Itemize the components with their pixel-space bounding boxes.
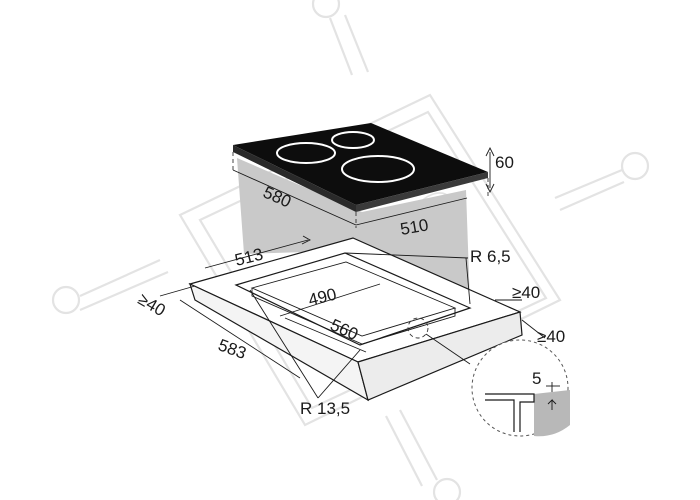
dim-clearance-right: ≥40 (537, 327, 565, 346)
burner-small (331, 131, 375, 149)
dim-corner-radius-outer: R 13,5 (300, 399, 350, 418)
dim-corner-radius-inner: R 6,5 (470, 247, 511, 266)
dim-hob-width: 510 (399, 215, 430, 239)
burner-large (341, 155, 415, 183)
cutout-dimension-lines (159, 235, 546, 399)
edge-detail (471, 339, 570, 437)
dim-hob-height: 60 (495, 153, 514, 172)
hob-dimension-lines (232, 146, 495, 228)
cutout-opening (234, 252, 472, 346)
dim-worktop-depth: 583 (216, 335, 249, 363)
dim-detail-depth: 5 (532, 369, 541, 388)
dim-clearance-back: ≥40 (512, 283, 540, 302)
hob-glass (233, 123, 488, 212)
dim-clearance-left: ≥40 (135, 290, 169, 321)
burner-left (276, 142, 336, 164)
